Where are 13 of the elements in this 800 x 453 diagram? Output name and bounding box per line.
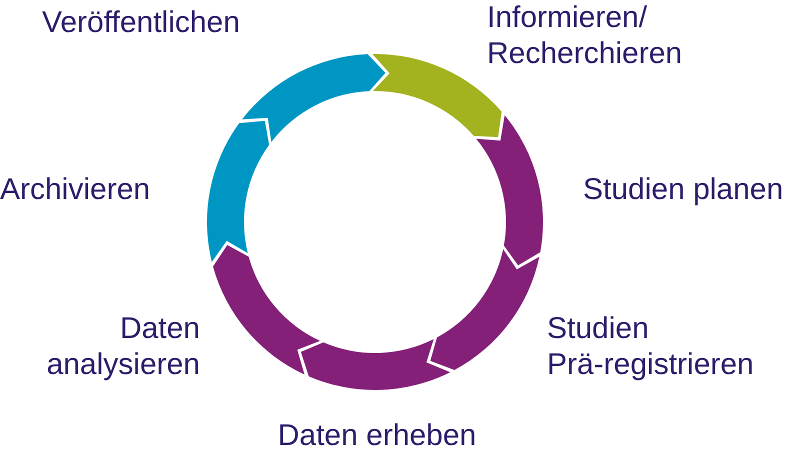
curved-arrow-segment bbox=[213, 245, 320, 374]
stage-label: Veröffentlichen bbox=[42, 5, 240, 41]
stage-label: Archivieren bbox=[0, 172, 150, 208]
curved-arrow-segment bbox=[300, 339, 450, 390]
stage-label: Daten analysieren bbox=[46, 311, 200, 383]
curved-arrow-segment bbox=[476, 115, 543, 266]
stage-label: Daten erheben bbox=[278, 418, 476, 453]
curved-arrow-segment bbox=[430, 249, 540, 370]
stage-label: Informieren/ Recherchieren bbox=[487, 0, 682, 72]
curved-arrow-segment bbox=[207, 120, 270, 262]
stage-label: Studien planen bbox=[583, 172, 784, 208]
stage-label: Studien Prä-registrieren bbox=[547, 311, 754, 383]
curved-arrow-segment bbox=[242, 54, 386, 142]
